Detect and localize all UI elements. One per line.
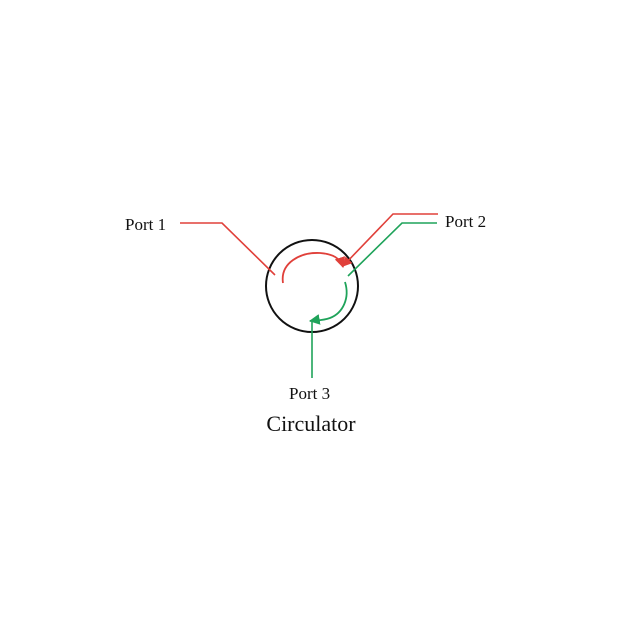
rotation-arrow-2-to-3 bbox=[308, 281, 348, 325]
port3-label: Port 3 bbox=[289, 384, 330, 403]
port1-label: Port 1 bbox=[125, 215, 166, 234]
diagram-caption: Circulator bbox=[266, 411, 356, 436]
rotation-arrow-1-to-2 bbox=[282, 252, 346, 284]
port2-output-line bbox=[342, 213, 438, 267]
port1-input-line bbox=[180, 222, 276, 276]
port2-input-line bbox=[347, 222, 437, 277]
port2-label: Port 2 bbox=[445, 212, 486, 231]
